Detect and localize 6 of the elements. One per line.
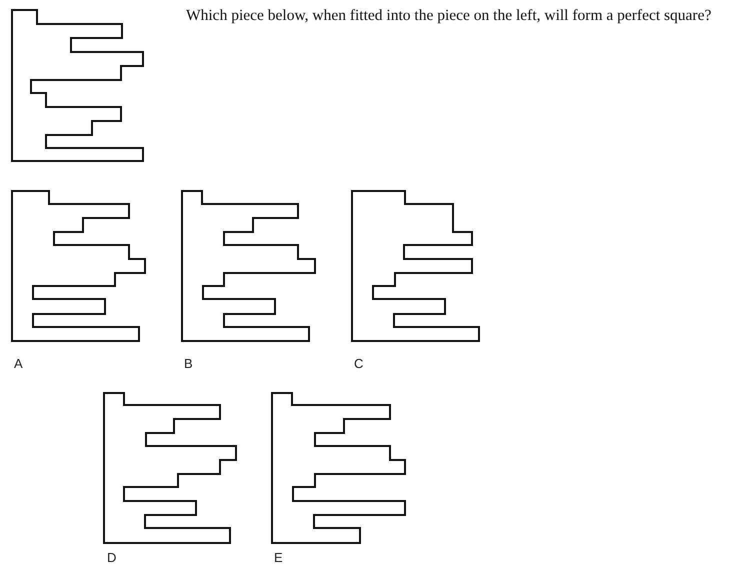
option-letter: E bbox=[274, 551, 283, 565]
question-text: Which piece below, when fitted into the piece on the left, will form a perfect square? bbox=[186, 6, 712, 26]
option-letter: A bbox=[14, 357, 23, 371]
option-letter: D bbox=[107, 551, 116, 565]
option-letter: C bbox=[354, 357, 364, 371]
option-letter: B bbox=[184, 357, 193, 371]
